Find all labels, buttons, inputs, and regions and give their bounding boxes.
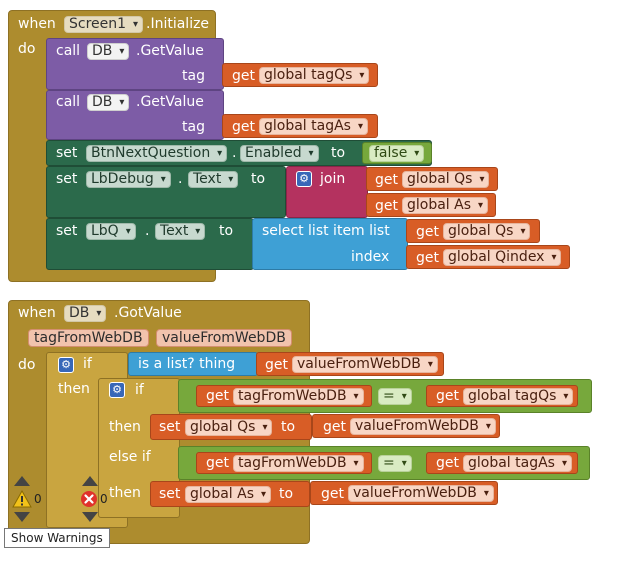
variable-dropdown[interactable]: tagFromWebDB (233, 388, 364, 405)
event-name: .GotValue (114, 305, 182, 321)
variable-dropdown[interactable]: valueFromWebDB (348, 485, 494, 502)
error-count: 0 (100, 492, 108, 506)
tag-label: tag (182, 68, 205, 84)
boolean-dropdown[interactable]: false (369, 145, 425, 162)
set-label: set (159, 486, 181, 502)
set-label: set (56, 145, 78, 161)
event-name: .Initialize (146, 16, 210, 32)
parameter-chip[interactable]: valueFromWebDB (156, 329, 292, 347)
component-dropdown[interactable]: Screen1 (64, 16, 144, 33)
gear-icon[interactable]: ⚙ (296, 171, 312, 187)
when-label: when (18, 16, 56, 32)
tag-label: tag (182, 119, 205, 135)
then-label: then (58, 381, 90, 397)
then-label: then (109, 419, 141, 435)
if-label: if (135, 382, 144, 398)
select-list-item-label: select list item list (262, 223, 390, 239)
parameter-chip[interactable]: tagFromWebDB (28, 329, 149, 347)
get-label: get (323, 419, 346, 435)
operator-dropdown[interactable]: = (378, 388, 412, 405)
component-dropdown[interactable]: LbQ (86, 223, 136, 240)
variable-dropdown[interactable]: global Qs (185, 419, 273, 436)
set-label: set (56, 223, 78, 239)
if-label: if (83, 356, 92, 372)
method-label: .GetValue (136, 43, 204, 59)
variable-dropdown[interactable]: global Qindex (443, 249, 562, 266)
db-dropdown[interactable]: DB (87, 94, 130, 111)
when-label: when (18, 305, 56, 321)
set-label: set (56, 171, 78, 187)
component-dropdown[interactable]: LbDebug (86, 171, 171, 188)
variable-dropdown[interactable]: valueFromWebDB (292, 356, 438, 373)
is-a-list-label: is a list? thing (138, 356, 236, 372)
warnings-panel: 0 0 (8, 474, 118, 548)
dot-label: . (232, 145, 237, 161)
get-label: get (375, 172, 398, 188)
is-a-list-block[interactable] (128, 352, 258, 376)
get-label: get (416, 250, 439, 266)
call-db-getvalue-block[interactable] (46, 90, 224, 140)
get-label: get (232, 68, 255, 84)
gear-icon[interactable]: ⚙ (109, 382, 125, 398)
select-list-item-block[interactable] (252, 218, 408, 270)
get-label: get (206, 455, 229, 471)
variable-dropdown[interactable]: global Qs (402, 171, 490, 188)
dot-label: . (145, 223, 150, 239)
variable-dropdown[interactable]: global tagAs (463, 455, 572, 472)
to-label: to (279, 486, 294, 502)
warning-icon (12, 489, 32, 508)
to-label: to (251, 171, 266, 187)
property-dropdown[interactable]: Enabled (240, 145, 319, 162)
to-label: to (219, 223, 234, 239)
variable-dropdown[interactable]: tagFromWebDB (233, 455, 364, 472)
set-text-block[interactable] (46, 218, 254, 270)
to-label: to (281, 419, 296, 435)
get-label: get (436, 455, 459, 471)
next-error-arrow-icon[interactable] (82, 512, 98, 522)
component-dropdown[interactable]: BtnNextQuestion (86, 145, 228, 162)
call-label: call (56, 94, 81, 110)
then-label: then (109, 485, 141, 501)
call-db-getvalue-block[interactable] (46, 38, 224, 90)
variable-dropdown[interactable]: global tagQs (463, 388, 574, 405)
get-label: get (416, 224, 439, 240)
method-label: .GetValue (136, 94, 204, 110)
property-dropdown[interactable]: Text (155, 223, 206, 240)
get-label: get (321, 486, 344, 502)
to-label: to (331, 145, 346, 161)
operator-dropdown[interactable]: = (378, 455, 412, 472)
get-label: get (265, 357, 288, 373)
dot-label: . (178, 171, 183, 187)
variable-dropdown[interactable]: global As (185, 486, 272, 503)
call-label: call (56, 43, 81, 59)
variable-dropdown[interactable]: global tagQs (259, 67, 370, 84)
do-label: do (18, 41, 36, 57)
property-dropdown[interactable]: Text (188, 171, 239, 188)
previous-error-arrow-icon[interactable] (82, 476, 98, 486)
show-warnings-button[interactable]: Show Warnings (4, 528, 110, 548)
get-label: get (436, 388, 459, 404)
get-label: get (232, 119, 255, 135)
join-label: join (320, 171, 346, 187)
component-dropdown[interactable]: DB (64, 305, 107, 322)
db-dropdown[interactable]: DB (87, 43, 130, 60)
previous-warning-arrow-icon[interactable] (14, 476, 30, 486)
do-label: do (18, 357, 36, 373)
get-label: get (206, 388, 229, 404)
get-label: get (375, 198, 398, 214)
else-if-label: else if (109, 449, 151, 465)
index-label: index (351, 249, 390, 265)
variable-dropdown[interactable]: global Qs (443, 223, 531, 240)
error-icon (80, 490, 98, 508)
next-warning-arrow-icon[interactable] (14, 512, 30, 522)
gear-icon[interactable]: ⚙ (58, 357, 74, 373)
variable-dropdown[interactable]: global tagAs (259, 118, 368, 135)
set-label: set (159, 419, 181, 435)
warning-count: 0 (34, 492, 42, 506)
variable-dropdown[interactable]: valueFromWebDB (350, 418, 496, 435)
variable-dropdown[interactable]: global As (402, 197, 489, 214)
